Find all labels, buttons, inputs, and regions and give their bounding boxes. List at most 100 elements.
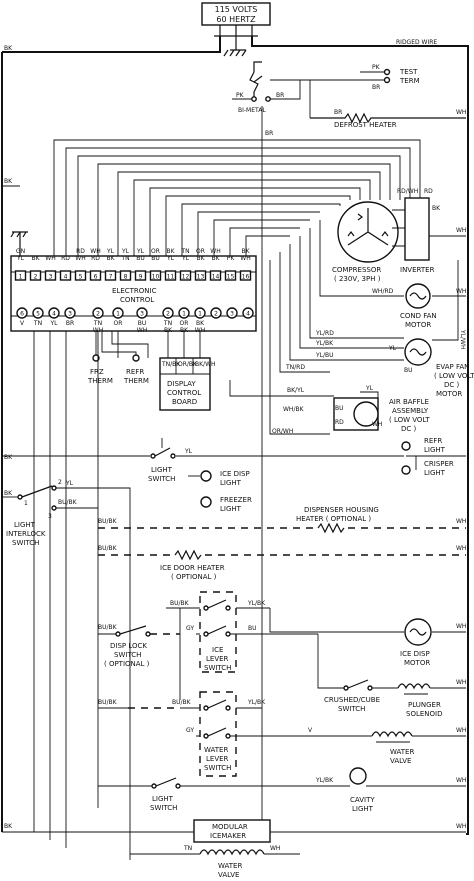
svg-text:VALVE: VALVE	[390, 757, 411, 765]
svg-text:WH: WH	[456, 679, 466, 686]
control-bottom-color-8: BK	[164, 327, 173, 334]
svg-text:BU/BK: BU/BK	[170, 600, 190, 607]
control-top-color-13: OR	[196, 248, 205, 255]
control-top-pin-number-2: 2	[34, 274, 38, 281]
control-harness-lines: RD/WH RD BK	[2, 139, 441, 256]
svg-text:YL: YL	[65, 480, 74, 487]
svg-text:CRISPER: CRISPER	[424, 460, 454, 468]
control-bottom-color-8: TN	[163, 320, 172, 327]
svg-text:BR: BR	[265, 130, 273, 137]
svg-text:COMPRESSOR: COMPRESSOR	[332, 266, 381, 274]
ground-terminal	[10, 231, 28, 256]
control-top-pin-number-3: 3	[49, 274, 53, 281]
svg-text:WH: WH	[456, 823, 466, 830]
svg-text:WATER: WATER	[390, 748, 414, 756]
control-bottom-pin-6	[112, 307, 124, 319]
control-top-color-13: BK	[196, 255, 205, 262]
svg-text:REFR: REFR	[424, 437, 442, 445]
svg-text:BU: BU	[335, 405, 344, 412]
svg-text:CONTROL: CONTROL	[120, 296, 154, 304]
svg-text:YL: YL	[388, 345, 397, 352]
svg-text:LEVER: LEVER	[206, 655, 229, 663]
svg-text:GY: GY	[186, 727, 194, 734]
svg-text:DISPENSER HOUSING: DISPENSER HOUSING	[304, 506, 379, 514]
svg-text:ICE: ICE	[212, 646, 223, 654]
svg-text:FREEZER: FREEZER	[220, 496, 252, 504]
control-bottom-color-1: V	[20, 320, 25, 327]
svg-text:RD/WH: RD/WH	[397, 188, 418, 195]
control-top-pin-11	[164, 270, 177, 281]
label-bk-icemaker: BK	[4, 823, 13, 830]
svg-text:YL: YL	[184, 448, 193, 455]
crisper-light: CRISPER LIGHT	[424, 460, 454, 477]
control-top-color-14: BK	[211, 255, 220, 262]
svg-text:WH/BK: WH/BK	[283, 406, 305, 413]
svg-text:LIGHT: LIGHT	[14, 521, 36, 529]
control-bottom-pin-number-13: 4	[246, 311, 250, 318]
svg-text:AIR BAFFLE: AIR BAFFLE	[389, 398, 429, 406]
control-bottom-pin-number-3: 4	[52, 311, 56, 318]
light-switch-top: LIGHT SWITCH	[148, 438, 176, 483]
svg-text:ELECTRONIC: ELECTRONIC	[112, 287, 157, 295]
control-top-pin-number-1: 1	[19, 274, 23, 281]
svg-text:LIGHT: LIGHT	[220, 479, 242, 487]
electronic-control: ELECTRONIC CONTROL	[10, 255, 257, 332]
bimetal-thermostat: PK BR BI-METAL	[232, 61, 301, 114]
svg-text:SWITCH: SWITCH	[114, 651, 141, 659]
svg-text:YL/RD: YL/RD	[315, 330, 334, 337]
svg-text:LIGHT: LIGHT	[152, 795, 174, 803]
control-bottom-color-6: OR	[114, 320, 123, 327]
svg-text:BR: BR	[276, 92, 284, 99]
evap-fan-motor: YL/RD YL/BK YL/BU YL BU YL/WH EVAP FAN (…	[289, 228, 474, 398]
svg-text:BU/BK: BU/BK	[98, 518, 118, 525]
control-top-pin-number-4: 4	[64, 274, 68, 281]
control-top-pin-7	[104, 270, 117, 281]
control-top-pin-12	[179, 270, 192, 281]
control-top-pin-15	[224, 270, 237, 281]
svg-text:1: 1	[24, 500, 28, 507]
svg-text:( OPTIONAL ): ( OPTIONAL )	[171, 573, 217, 581]
modular-icemaker: MODULAR ICEMAKER TN WH WH WATER VALVE	[2, 819, 466, 879]
svg-text:YL/BK: YL/BK	[247, 600, 266, 607]
svg-text:2: 2	[58, 479, 62, 486]
control-top-pin-10	[149, 270, 162, 281]
svg-text:LIGHT: LIGHT	[352, 805, 374, 813]
label-bk-interlock: BK	[4, 490, 13, 497]
control-bottom-color-2: TN	[33, 320, 42, 327]
svg-text:WH/RD: WH/RD	[372, 288, 394, 295]
control-top-pin-number-11: 11	[167, 274, 175, 281]
control-top-pin-16	[239, 270, 252, 281]
svg-text:60 HERTZ: 60 HERTZ	[216, 15, 256, 24]
ice-lever-switch: BU/BK YL/BK GY BU ICE LEVER SWITCH	[166, 591, 318, 700]
crushed-cube-switch: CRUSHED/CUBE SWITCH	[317, 634, 398, 713]
control-top-color-9: BU	[136, 255, 145, 262]
control-bottom-pin-number-12: 3	[230, 311, 234, 318]
svg-text:PK: PK	[236, 92, 245, 99]
compressor: COMPRESSOR ( 230V, 3PH )	[332, 201, 399, 283]
control-bottom-pin-12	[226, 307, 238, 319]
control-top-color-16: WH	[240, 255, 250, 262]
power-plug-prongs	[214, 25, 258, 50]
control-bottom-pin-number-1: 6	[20, 311, 24, 318]
control-top-color-5: RD	[76, 248, 85, 255]
svg-text:BU/BK: BU/BK	[98, 624, 118, 631]
control-top-pin-number-13: 13	[197, 274, 205, 281]
label-bk-light: BK	[4, 454, 13, 461]
control-bottom-pin-3	[48, 307, 60, 319]
control-top-pin-8	[119, 270, 132, 281]
svg-text:BI-METAL: BI-METAL	[238, 107, 266, 114]
svg-text:INVERTER: INVERTER	[400, 266, 435, 274]
svg-text:SWITCH: SWITCH	[204, 664, 231, 672]
control-top-color-10: BU	[151, 255, 160, 262]
svg-text:THERM: THERM	[123, 377, 149, 385]
svg-text:WH: WH	[456, 288, 466, 295]
control-top-pin-3	[44, 270, 57, 281]
svg-text:MOTOR: MOTOR	[436, 390, 462, 398]
control-top-color-11: BK	[166, 248, 175, 255]
control-top-color-4: RD	[61, 255, 70, 262]
ridged-wire-label: RIDGED WIRE	[396, 39, 437, 46]
control-top-color-10: OR	[151, 248, 160, 255]
control-top-color-14: WH	[210, 248, 220, 255]
svg-text:TEST: TEST	[399, 68, 418, 76]
